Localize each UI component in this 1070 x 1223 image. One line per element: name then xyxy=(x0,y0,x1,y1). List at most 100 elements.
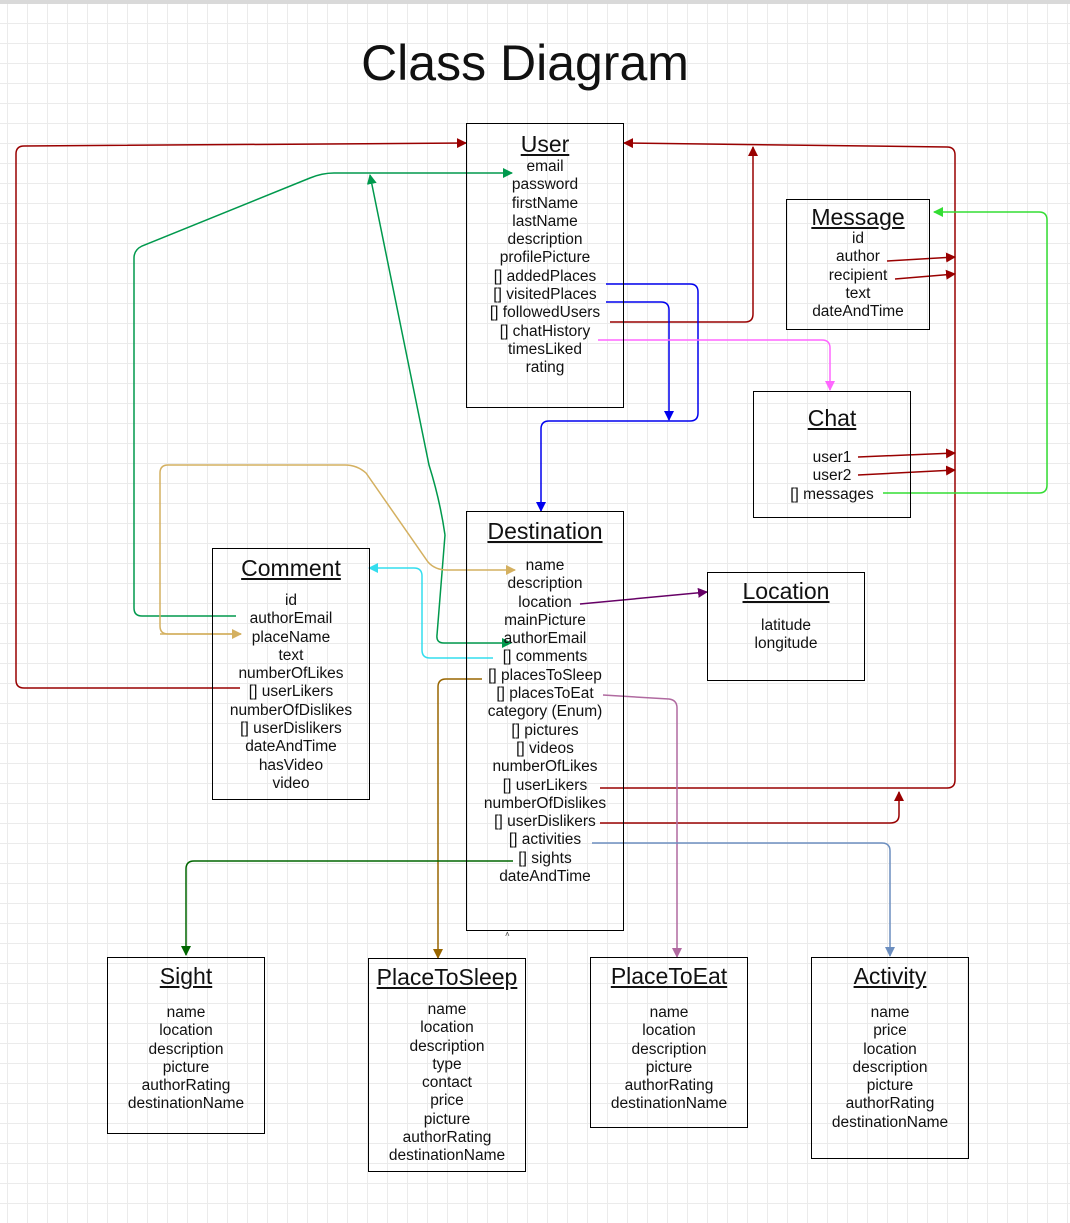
attribute-activity-3: description xyxy=(852,1058,928,1076)
attribute-activity-1: price xyxy=(873,1022,907,1040)
attribute-placetosleep-3: type xyxy=(432,1055,462,1073)
attribute-sight-1: location xyxy=(159,1022,213,1040)
edge-chat-messages-to-message xyxy=(883,207,1048,494)
attribute-placetoeat-3: picture xyxy=(645,1058,693,1076)
attribute-location-0: latitude xyxy=(761,617,811,634)
attribute-destination-16: [] sights xyxy=(518,849,572,867)
attribute-comment-4: numberOfLikes xyxy=(238,665,344,683)
attribute-user-4: description xyxy=(507,231,583,249)
edge-destination-userdislikers xyxy=(600,791,904,824)
attribute-destination-7: [] placesToEat xyxy=(496,685,594,703)
edge-user-followedusers-to-user xyxy=(610,146,758,323)
edge-user-visitedplaces xyxy=(606,301,674,421)
attribute-user-3: lastName xyxy=(512,212,578,230)
edge-message-recipient xyxy=(894,269,956,280)
class-destination-title: Destination xyxy=(487,518,603,544)
attribute-placetosleep-5: price xyxy=(430,1092,464,1110)
attribute-placetoeat-1: location xyxy=(642,1022,696,1040)
class-activity-title: Activity xyxy=(853,963,927,989)
attribute-destination-6: [] placesToSleep xyxy=(488,666,602,684)
attribute-destination-2: location xyxy=(518,593,572,611)
edge-destination-authoremail-up xyxy=(366,174,446,536)
attribute-comment-0: id xyxy=(284,592,298,609)
attribute-placetosleep-6: picture xyxy=(423,1110,471,1128)
attribute-placetosleep-7: authorRating xyxy=(402,1129,492,1147)
top-border xyxy=(0,0,1070,4)
attribute-user-5: profilePicture xyxy=(499,249,591,267)
attribute-message-1: author xyxy=(836,248,880,266)
attribute-user-6: [] addedPlaces xyxy=(493,267,597,285)
edge-message-author xyxy=(886,252,956,263)
attribute-activity-5: authorRating xyxy=(845,1095,935,1113)
attribute-placetoeat-5: destinationName xyxy=(610,1095,728,1113)
attribute-comment-7: [] userDislikers xyxy=(240,720,342,738)
class-message-title: Message xyxy=(811,204,905,230)
edge-chat-user2 xyxy=(857,465,956,476)
edge-chat-user1 xyxy=(857,448,956,459)
attribute-destination-0: name xyxy=(525,557,565,574)
attribute-activity-6: destinationName xyxy=(831,1113,949,1131)
class-chat-title: Chat xyxy=(807,405,857,431)
attribute-message-2: recipient xyxy=(828,266,888,284)
attribute-destination-14: [] userDislikers xyxy=(494,813,596,831)
attribute-destination-8: category (Enum) xyxy=(487,703,603,721)
attribute-sight-3: picture xyxy=(162,1058,210,1076)
attribute-chat-2: [] messages xyxy=(790,485,874,503)
attribute-user-0: email xyxy=(526,158,564,175)
class-sight-title: Sight xyxy=(159,963,213,989)
attribute-message-3: text xyxy=(845,284,871,302)
diagram-title: Class Diagram xyxy=(361,35,689,91)
attribute-sight-4: authorRating xyxy=(141,1077,231,1095)
attribute-comment-2: placeName xyxy=(251,628,331,646)
edge-destination-authoremail-to-user xyxy=(436,534,512,648)
attribute-placetosleep-0: name xyxy=(427,1001,467,1018)
attribute-comment-5: [] userLikers xyxy=(248,683,334,701)
attribute-placetoeat-2: description xyxy=(631,1040,707,1058)
attribute-placetosleep-1: location xyxy=(420,1019,474,1037)
attribute-destination-4: authorEmail xyxy=(503,630,587,648)
attribute-user-9: [] chatHistory xyxy=(499,322,591,340)
attribute-user-10: timesLiked xyxy=(507,340,583,358)
attribute-activity-4: picture xyxy=(866,1077,914,1095)
attribute-user-2: firstName xyxy=(511,194,579,212)
attribute-destination-17: dateAndTime xyxy=(499,868,591,886)
attribute-destination-1: description xyxy=(507,575,583,593)
attribute-sight-5: destinationName xyxy=(127,1095,245,1113)
edge-destination-comments-to-comment xyxy=(368,563,493,659)
attribute-user-11: rating xyxy=(525,359,565,377)
attribute-comment-1: authorEmail xyxy=(249,610,333,628)
attribute-destination-15: [] activities xyxy=(508,831,582,849)
stray-mark: ˄ xyxy=(505,930,510,939)
attribute-sight-2: description xyxy=(148,1040,224,1058)
class-user-title: User xyxy=(520,131,570,157)
attribute-sight-0: name xyxy=(166,1004,206,1021)
edge-destination-activities xyxy=(592,842,895,957)
edge-comment-authoremail-to-user-email xyxy=(133,168,513,617)
attribute-destination-11: numberOfLikes xyxy=(492,758,598,776)
edge-destination-placestoeat xyxy=(602,694,682,958)
attribute-comment-3: text xyxy=(278,646,304,664)
attribute-message-0: id xyxy=(851,230,865,247)
attribute-user-1: password xyxy=(511,176,579,194)
edge-user-addedplaces-to-destination xyxy=(536,283,699,512)
attribute-comment-8: dateAndTime xyxy=(245,738,337,756)
attribute-chat-1: user2 xyxy=(812,467,852,485)
